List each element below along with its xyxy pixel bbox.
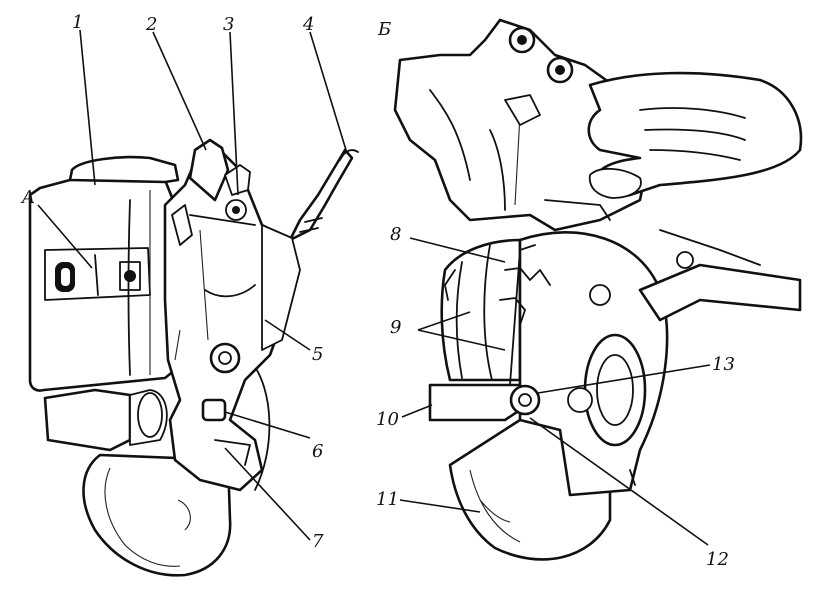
callout-11: 11 (376, 489, 399, 510)
callout-a: A (20, 187, 35, 208)
callout-6: 6 (312, 441, 323, 462)
brake-hose (288, 148, 354, 242)
hand (587, 71, 803, 198)
callout-9: 9 (390, 317, 401, 338)
callout-13: 13 (712, 354, 735, 375)
callout-b: Б (377, 19, 391, 40)
left-caliper-assembly (28, 29, 359, 577)
callout-1: 1 (72, 12, 83, 33)
callout-4: 4 (302, 14, 314, 35)
left-brake-disc (82, 453, 232, 577)
callout-2: 2 (145, 14, 157, 35)
callout-10: 10 (376, 409, 399, 430)
callout-3: 3 (223, 14, 234, 35)
callout-7: 7 (312, 531, 324, 552)
right-caliper-assembly (393, 18, 803, 561)
callout-12: 12 (706, 549, 729, 570)
right-caliper-bracket (428, 383, 522, 422)
callout-8: 8 (390, 224, 401, 245)
callout-5: 5 (312, 344, 323, 365)
